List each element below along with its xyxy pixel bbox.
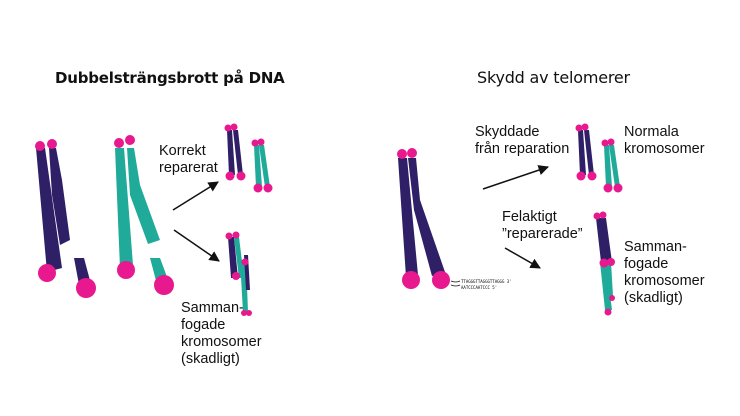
left-panel-title: Dubbelsträngsbrott på DNA: [55, 69, 285, 87]
teal-upper-arm-right: [127, 148, 160, 244]
right-fused-chromosome: [593, 211, 615, 316]
navy-upper-arm-left: [36, 148, 62, 272]
left-broken-chromosome-teal: [114, 135, 174, 295]
teal-bottom-telomere-1: [117, 261, 135, 279]
right-normal-navy-chromosome: [575, 123, 597, 181]
left-fused-chromosome: [225, 231, 252, 316]
normal-chromosomes-label: Normala kromosomer: [624, 124, 705, 157]
navy-top-telomere-1: [35, 141, 45, 151]
arrow-fused-repair: [173, 229, 220, 262]
navy-bottom-telomere-2: [76, 278, 96, 298]
navy-bottom-telomere-1: [38, 264, 56, 282]
right-fused-label: Samman- fogade kromosomer (skadligt): [624, 239, 705, 306]
right-panel-title: Skydd av telomerer: [477, 68, 630, 87]
correct-repair-label: Korrekt reparerat: [159, 143, 218, 176]
right-protected-chromosome: [397, 148, 450, 289]
telomere-sequence-line-1: TTAGGGTTAGGGTTAGGG 3': [461, 279, 512, 284]
arrow-protected: [482, 165, 549, 190]
navy-upper-arm-right: [49, 148, 70, 245]
teal-upper-arm-left: [115, 148, 133, 268]
teal-bottom-telomere-2: [154, 275, 174, 295]
arrow-wrong-repair: [504, 247, 541, 269]
teal-top-telomere-1: [114, 138, 124, 148]
arrow-correct-repair: [172, 181, 219, 211]
left-repaired-navy-chromosome: [224, 123, 246, 181]
protected-label: Skyddade från reparation: [475, 124, 570, 157]
right-normal-teal-chromosome: [601, 138, 623, 193]
wrong-repair-label: Felaktigt ”reparerade”: [502, 209, 583, 242]
teal-top-telomere-2: [125, 135, 135, 145]
left-repaired-teal-chromosome: [251, 138, 273, 193]
navy-top-telomere-2: [47, 139, 57, 149]
telomere-sequence-line-2: AATCCCAATCCC 5': [461, 285, 497, 290]
left-broken-chromosome-navy: [35, 139, 96, 298]
left-fused-label: Samman- fogade kromosomer (skadligt): [181, 300, 262, 367]
telomere-sequence: TTAGGGTTAGGGTTAGGG 3' AATCCCAATCCC 5': [450, 279, 512, 290]
